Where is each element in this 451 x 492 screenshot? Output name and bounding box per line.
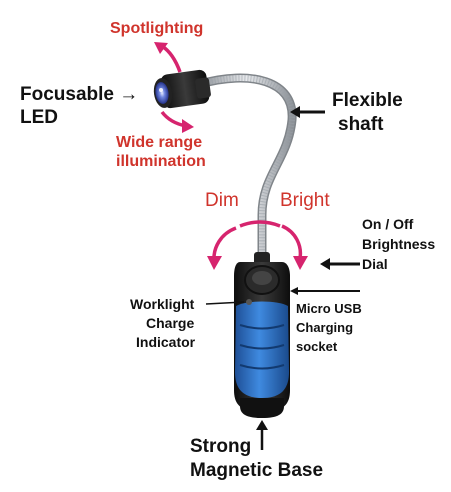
- label-worklight-line2: Charge: [146, 315, 195, 331]
- label-base-line1: Strong: [190, 436, 252, 457]
- label-dial-line3: Dial: [362, 256, 388, 272]
- led-lens: [155, 82, 169, 104]
- label-usb-line3: socket: [296, 339, 338, 354]
- handle-body: [234, 262, 290, 418]
- charge-indicator: [246, 299, 252, 305]
- label-dial-line1: On / Off: [362, 216, 414, 232]
- dial-pointer-arrow: [320, 258, 360, 270]
- flexible-shaft: [195, 73, 297, 267]
- label-wide-range-line1: Wide range: [116, 134, 203, 151]
- label-base-line2: Magnetic Base: [190, 460, 324, 481]
- curved-up-arrow-icon: [160, 44, 182, 73]
- up-arrow-icon: [256, 420, 268, 450]
- label-worklight-line3: Indicator: [136, 334, 196, 350]
- bright-arc-arrow: [281, 224, 303, 259]
- label-focusable-led-line1: Focusable →: [20, 84, 139, 105]
- left-arrow-icon: [290, 106, 325, 118]
- label-dim: Dim: [205, 190, 239, 211]
- magnetic-base: [240, 398, 284, 418]
- indicator-pointer-line: [205, 301, 245, 305]
- label-usb-line2: Charging: [296, 320, 354, 335]
- label-bright: Bright: [280, 190, 330, 211]
- led-head: [153, 69, 211, 109]
- usb-pointer-arrow: [290, 287, 360, 295]
- label-dial-line2: Brightness: [362, 236, 436, 252]
- label-usb-line1: Micro USB: [296, 301, 362, 316]
- label-flexible-line2: shaft: [338, 114, 384, 135]
- label-worklight-line1: Worklight: [130, 296, 195, 312]
- label-flexible-line1: Flexible: [332, 90, 403, 111]
- label-wide-range-line2: illumination: [116, 153, 206, 170]
- label-spotlighting: Spotlighting: [110, 20, 204, 37]
- label-focusable-led-line2: LED: [20, 107, 58, 128]
- blue-grip: [235, 301, 289, 398]
- dim-arc-arrow: [212, 226, 237, 259]
